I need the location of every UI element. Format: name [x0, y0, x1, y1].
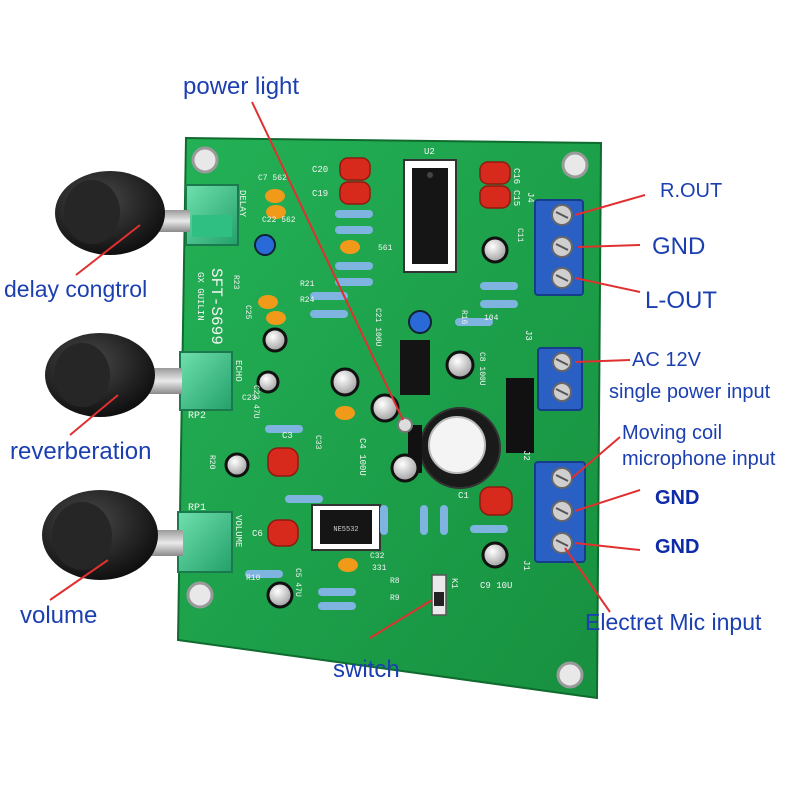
silk-c11: C11: [515, 228, 524, 243]
label-gnd-top: GND: [652, 233, 705, 260]
silk-c15: C15: [511, 190, 521, 206]
silk-r10: R10: [246, 574, 261, 583]
label-single-power-input: single power input: [609, 381, 771, 403]
small-electrolytics: [224, 234, 509, 609]
main-capacitor: [408, 407, 501, 489]
silk-c23-47u: C23 47U: [251, 385, 260, 419]
silk-c1: C1: [458, 491, 469, 501]
label-r-out: R.OUT: [660, 180, 722, 202]
label-moving-coil-1: Moving coil: [622, 422, 722, 444]
silk-c7: C7 562: [258, 174, 287, 183]
silk-c4: C4 100U: [357, 438, 367, 476]
pot-delay-body: [185, 184, 239, 246]
silk-561: 561: [378, 244, 393, 253]
silk-331: 331: [372, 564, 387, 573]
terminal-j2-j1: [534, 461, 586, 563]
terminal-j4: [534, 199, 584, 296]
silk-c33: C33: [313, 435, 322, 450]
silk-rp2: RP2: [188, 411, 206, 422]
knob-delay: [55, 171, 190, 255]
silk-echo: ECHO: [233, 360, 243, 382]
svg-text:NE5532: NE5532: [333, 526, 358, 534]
pointer-lines: [49, 101, 646, 639]
label-volume: volume: [20, 602, 97, 629]
silk-c25: C25: [243, 305, 252, 320]
silk-104: 104: [484, 314, 499, 323]
silk-c23: C23: [242, 394, 257, 403]
label-ac-12v: AC 12V: [632, 349, 702, 371]
silk-c5: C5 47U: [293, 568, 302, 597]
label-power-light: power light: [183, 73, 299, 100]
silk-delay: DELAY: [237, 190, 247, 218]
label-gnd-bottom: GND: [655, 536, 699, 558]
silk-c8: C8 100U: [477, 352, 486, 386]
chip-u1: NE5532: [311, 504, 381, 551]
silk-board-name: SFT-S699: [207, 268, 225, 345]
to220-regulator: [400, 340, 430, 395]
silk-rp1: RP1: [188, 503, 206, 514]
silk-c6: C6: [252, 529, 263, 539]
resistors: [245, 210, 518, 610]
label-electret-mic-input: Electret Mic input: [585, 609, 762, 635]
terminal-j3: [537, 347, 583, 411]
silk-j3: J3: [523, 330, 533, 341]
power-led: [397, 417, 413, 433]
knob-volume: [42, 490, 183, 580]
label-switch: switch: [333, 656, 400, 683]
label-delay-control: delay congtrol: [4, 276, 147, 302]
pot-echo-body: [179, 351, 233, 411]
silk-c22: C22 562: [262, 216, 296, 225]
silk-r24: R24: [300, 296, 315, 305]
silk-c19: C19: [312, 189, 328, 199]
silk-r23: R23: [231, 275, 240, 290]
silk-r16: R16: [459, 310, 468, 325]
label-gnd-mid: GND: [655, 487, 699, 509]
silk-j1: J1: [521, 560, 531, 571]
silk-board-maker: GX GUILIN: [195, 272, 205, 321]
callout-labels: power light delay congtrol reverberation…: [4, 73, 776, 683]
silk-u2: U2: [424, 147, 435, 157]
silk-c16: C16: [511, 168, 521, 184]
voltage-regulator: [506, 378, 534, 453]
silk-c9: C9 10U: [480, 581, 512, 591]
orange-capacitors: [258, 189, 360, 572]
chip-u2: [403, 159, 457, 273]
silk-r9: R9: [390, 594, 400, 603]
label-l-out: L-OUT: [645, 287, 717, 314]
silk-j4: J4: [525, 192, 535, 203]
slide-switch: [431, 574, 447, 616]
knob-echo: [45, 333, 182, 417]
silk-j2: J2: [521, 450, 531, 461]
silk-r20: R20: [207, 455, 216, 470]
silk-c3: C3: [282, 431, 293, 441]
red-capacitors: [267, 157, 513, 547]
silk-k1: K1: [449, 578, 459, 589]
silk-c20: C20: [312, 165, 328, 175]
mounting-holes: [186, 146, 589, 689]
silk-r21: R21: [300, 280, 315, 289]
label-reverberation: reverberation: [10, 438, 151, 465]
silk-r8: R8: [390, 577, 400, 586]
silk-c21: C21 100U: [373, 308, 382, 347]
label-moving-coil-2: microphone input: [622, 448, 776, 470]
pot-volume-body: [177, 511, 233, 573]
silk-volume: VOLUME: [233, 515, 243, 547]
silk-c32: C32: [370, 552, 385, 561]
